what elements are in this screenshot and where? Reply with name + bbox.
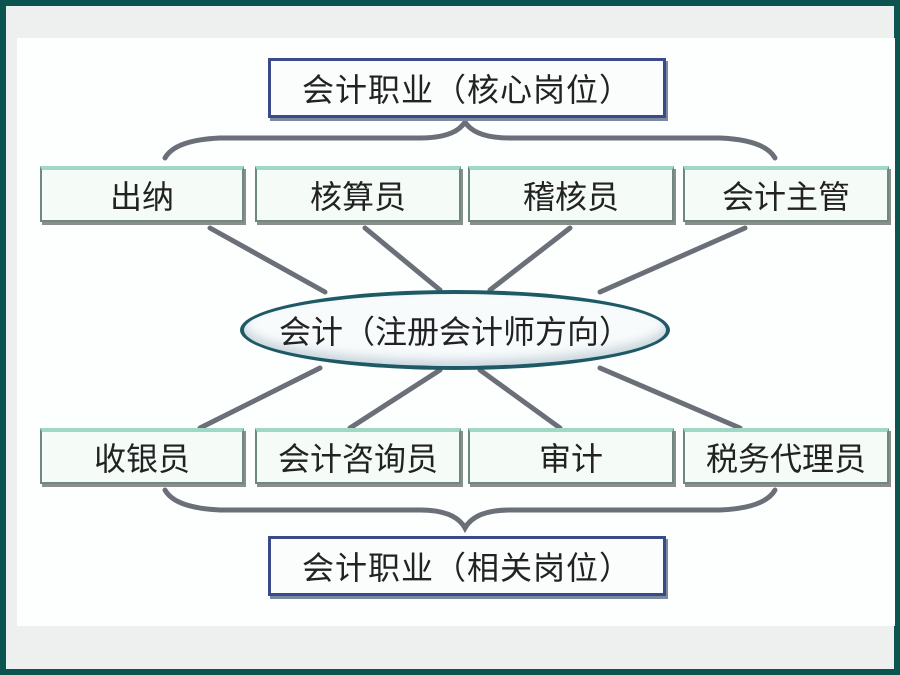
related-role-box: 会计咨询员 xyxy=(255,428,461,484)
core-role-box: 稽核员 xyxy=(468,166,674,222)
related-role-box: 审计 xyxy=(468,428,674,484)
arrow-jihe xyxy=(487,225,573,293)
core-role-box: 核算员 xyxy=(255,166,461,222)
center-ellipse: 会计（注册会计师方向） xyxy=(240,290,670,370)
related-role-box: 税务代理员 xyxy=(683,428,889,484)
core-positions-title: 会计职业（核心岗位） xyxy=(268,58,666,118)
arrow-shuiwu xyxy=(597,365,743,431)
related-role-box: 收银员 xyxy=(40,428,244,484)
arrow-shenji xyxy=(477,367,563,431)
core-role-box: 出纳 xyxy=(40,166,244,222)
arrow-zhuguan xyxy=(597,225,748,295)
bottom-brace xyxy=(162,487,778,534)
related-positions-title: 会计职业（相关岗位） xyxy=(268,536,666,596)
arrow-shouyin xyxy=(197,365,323,431)
arrow-zixun xyxy=(347,367,443,431)
arrow-chuna xyxy=(207,225,328,295)
arrow-hesuan xyxy=(362,225,443,293)
top-brace xyxy=(162,117,778,161)
core-role-box: 会计主管 xyxy=(683,166,889,222)
